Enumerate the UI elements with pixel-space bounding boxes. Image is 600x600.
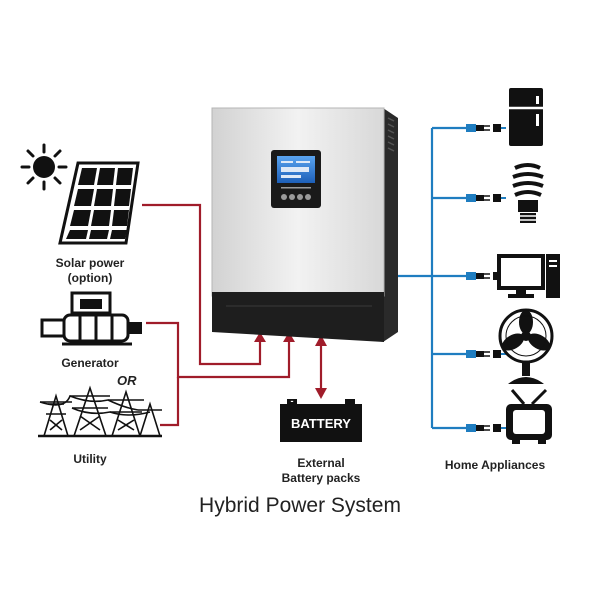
battery-link xyxy=(315,335,327,399)
plug-icons xyxy=(466,124,506,432)
tv-icon xyxy=(506,388,552,444)
battery-label: External Battery packs xyxy=(281,456,361,485)
battery-icon: - BATTERY xyxy=(280,396,362,442)
battery-badge: BATTERY xyxy=(291,416,351,431)
utility-label: Utility xyxy=(73,452,107,466)
solar-label: Solar power (option) xyxy=(55,256,125,285)
utility-wire xyxy=(160,377,180,427)
generator-icon xyxy=(40,291,142,346)
plug-icon xyxy=(466,124,506,132)
or-label: OR xyxy=(117,373,137,388)
inverter-icon xyxy=(211,107,398,342)
diagram-title: Hybrid Power System xyxy=(199,494,401,517)
plug-icon xyxy=(466,424,506,432)
plug-icon xyxy=(466,194,506,202)
solar-panel-icon xyxy=(58,161,140,245)
input-wires xyxy=(142,203,291,427)
cfl-bulb-icon xyxy=(512,163,544,223)
home-appliances-label: Home Appliances xyxy=(444,458,546,472)
output-wires xyxy=(398,126,466,430)
generator-label: Generator xyxy=(61,356,119,370)
utility-tower-icon xyxy=(38,385,162,438)
plug-icon xyxy=(466,350,506,358)
fridge-icon xyxy=(509,88,543,146)
fan-icon xyxy=(498,308,554,384)
sun-icon xyxy=(20,143,68,191)
computer-icon xyxy=(497,254,560,298)
input-arrowheads xyxy=(254,332,295,342)
svg-text:-: - xyxy=(291,396,294,406)
solar-wire xyxy=(142,203,262,366)
